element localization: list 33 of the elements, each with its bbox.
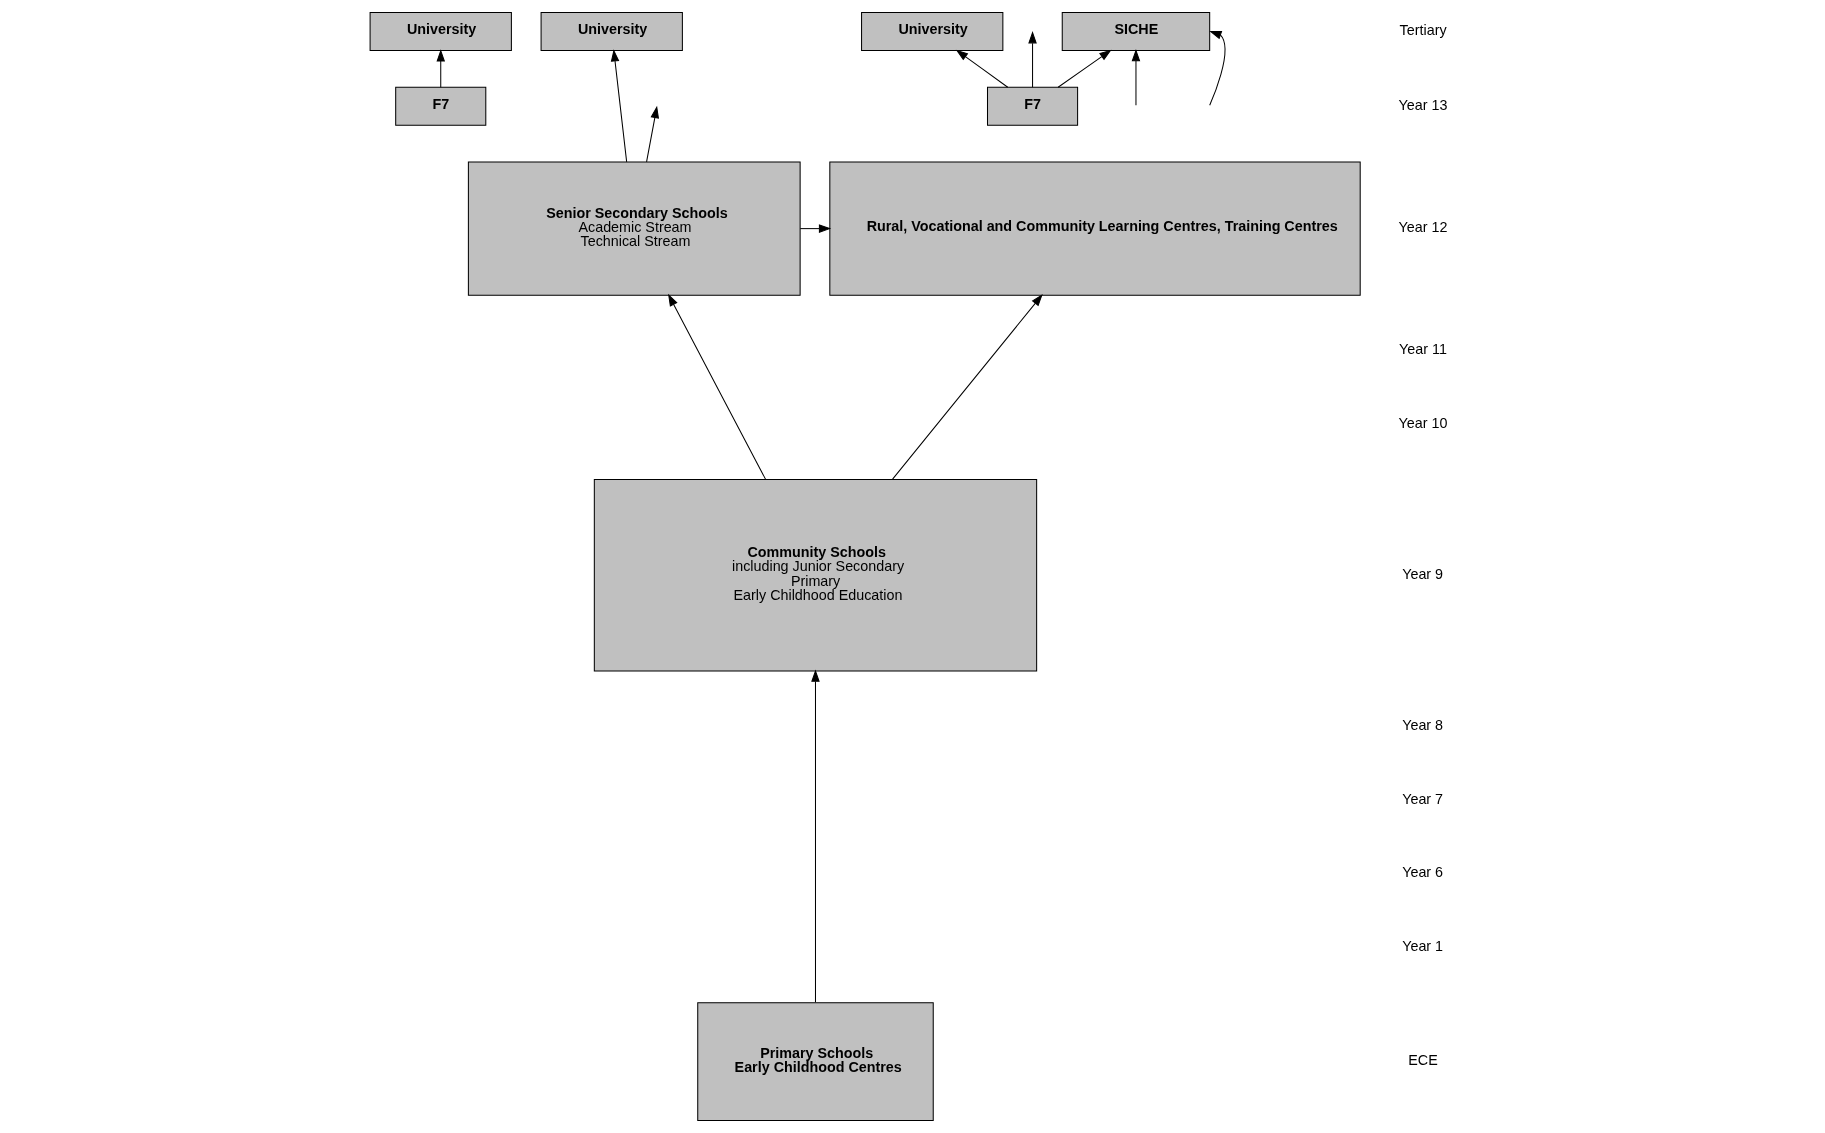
arrow bbox=[1131, 48, 1141, 106]
node-box: University bbox=[861, 12, 1004, 51]
arrow bbox=[668, 293, 766, 480]
node-box: F7 bbox=[987, 86, 1079, 126]
arrow bbox=[1028, 31, 1037, 88]
node-box: F7 bbox=[395, 86, 487, 126]
node-box: Primary Schools Early Childhood Centres bbox=[697, 1002, 934, 1121]
node-box: SICHE bbox=[1061, 12, 1211, 51]
arrow bbox=[1209, 31, 1226, 106]
label: Year 11 bbox=[1399, 341, 1447, 358]
label: Year 7 bbox=[1402, 790, 1444, 807]
node-box: University bbox=[540, 12, 683, 51]
label: Year 12 bbox=[1398, 219, 1448, 236]
label: Year 9 bbox=[1402, 565, 1444, 582]
node-box: University bbox=[369, 12, 512, 51]
arrow bbox=[955, 49, 1009, 88]
arrow bbox=[892, 294, 1043, 480]
arrow bbox=[811, 669, 820, 1003]
label: Year 10 bbox=[1398, 414, 1448, 431]
label: Year 8 bbox=[1402, 717, 1444, 734]
arrow bbox=[610, 49, 628, 163]
arrow bbox=[1057, 49, 1112, 88]
arrow bbox=[436, 49, 446, 88]
arrow bbox=[646, 105, 660, 163]
label: Year 6 bbox=[1402, 864, 1444, 881]
label: ECE bbox=[1408, 1052, 1438, 1069]
node-box: Community Schools including Junior Secondary Primary Early Childhood Education bbox=[593, 478, 1038, 672]
label: Year 13 bbox=[1398, 97, 1448, 114]
arrow bbox=[799, 224, 832, 233]
label: Tertiary bbox=[1399, 22, 1447, 39]
label: Year 1 bbox=[1402, 938, 1444, 955]
node-box: Senior Secondary Schools Academic Stream Technical Stream bbox=[467, 161, 801, 296]
node-box: Rural, Vocational and Community Learning Centres, Training Centres bbox=[829, 161, 1361, 296]
